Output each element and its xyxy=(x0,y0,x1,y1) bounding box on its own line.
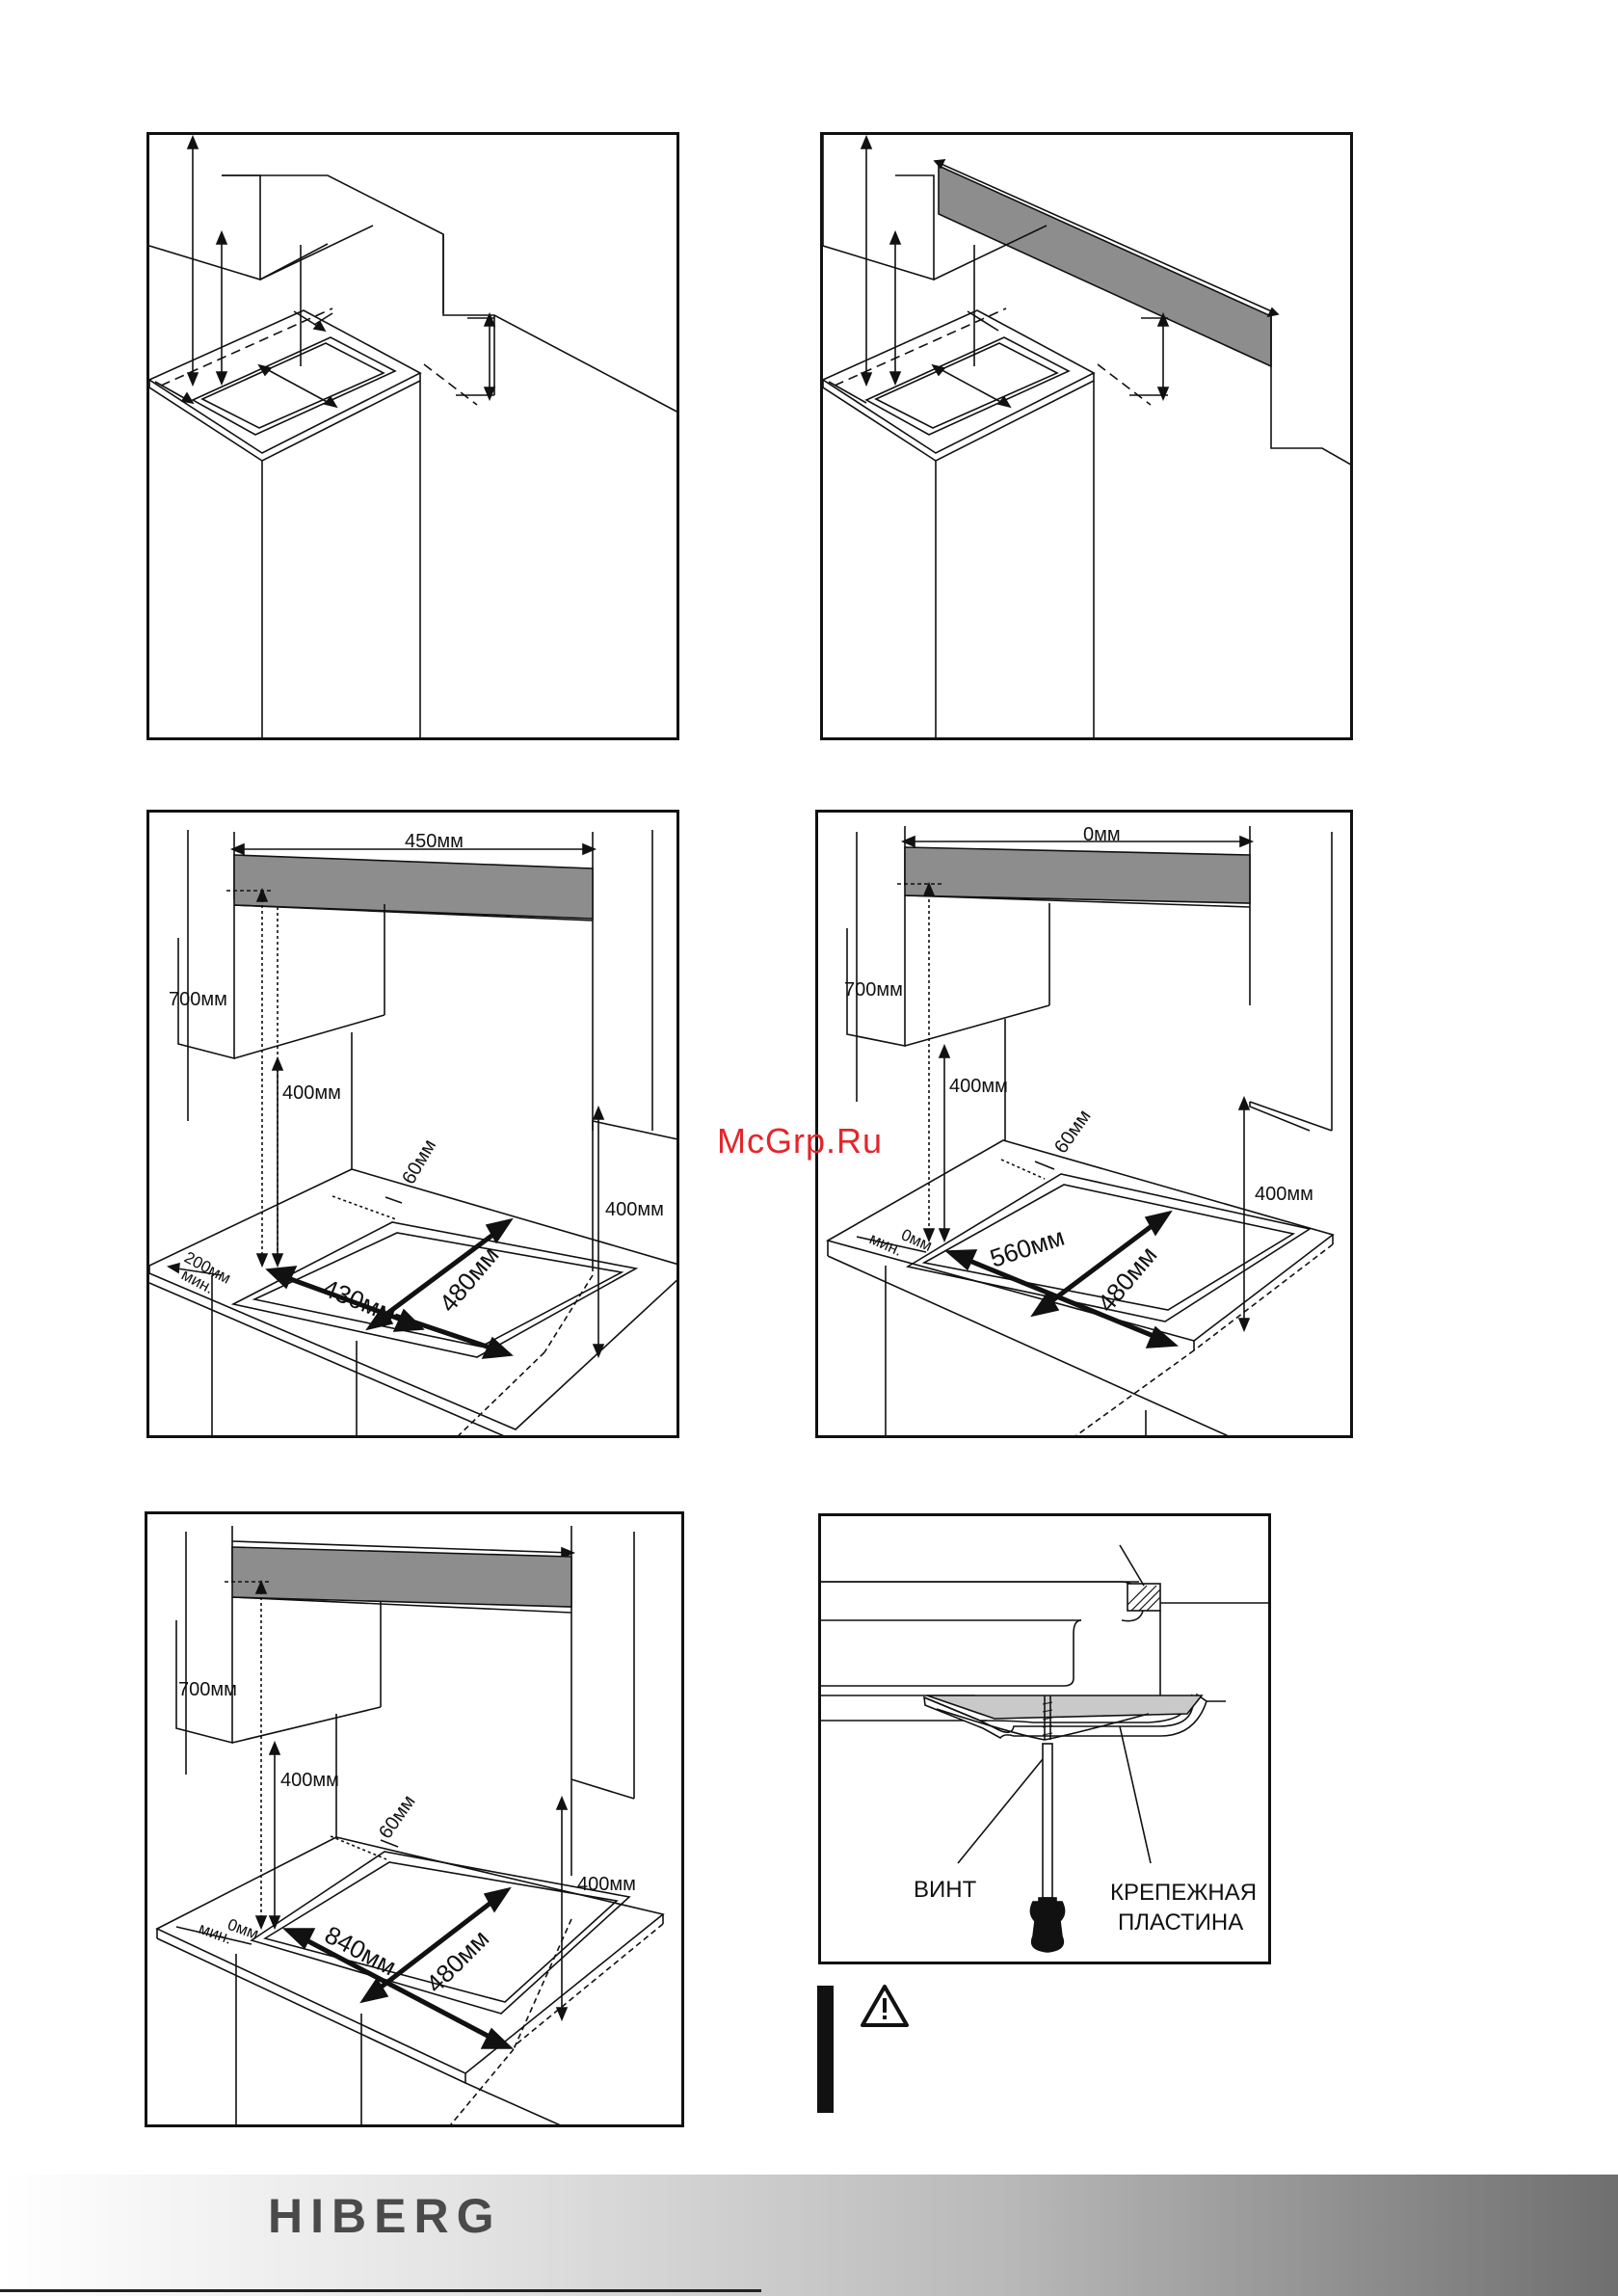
cutout-width-label: 560мм xyxy=(987,1222,1069,1273)
left-height-label: 400мм xyxy=(949,1076,1008,1097)
diagram-panel-cutout-560: 0мм 700мм 400мм 400мм 60мм 0мм мин. 560м… xyxy=(815,810,1353,1438)
watermark-text: McGrp.Ru xyxy=(717,1121,883,1161)
side-gap-label: 0мм xyxy=(898,1225,935,1255)
diagram-panel-cutout-840: 700мм 400мм 400мм 60мм 0мм мин. 840мм 48… xyxy=(145,1511,684,2127)
diagram-panel-hood-clearance-2 xyxy=(820,132,1353,740)
cutout-width-label: 430мм xyxy=(319,1273,401,1328)
left-height-label: 400мм xyxy=(280,1770,339,1791)
bracket-label-line-2: ПЛАСТИНА xyxy=(1118,1909,1243,1936)
back-gap-label: 60мм xyxy=(1050,1106,1096,1157)
side-gap-note: мин. xyxy=(866,1229,905,1260)
cabinet-height-label: 700мм xyxy=(169,989,227,1010)
screw-label: ВИНТ xyxy=(914,1877,977,1903)
left-height-label: 400мм xyxy=(282,1082,341,1104)
hood-clearance-drawing-2 xyxy=(823,135,1353,740)
back-gap-label: 60мм xyxy=(375,1791,420,1842)
right-height-label: 400мм xyxy=(1255,1184,1313,1205)
fixing-bracket-labels: ВИНТ КРЕПЕЖНАЯ ПЛАСТИНА xyxy=(821,1516,1271,1964)
diagram-panel-hood-clearance-1 xyxy=(146,132,679,740)
cutout-width-label: 840мм xyxy=(320,1920,401,1982)
cutout-430-labels: 450мм 700мм 400мм 400мм 60мм 200мм мин. … xyxy=(149,813,679,1438)
warning-triangle-icon xyxy=(860,1984,910,2028)
cutout-depth-label: 480мм xyxy=(1092,1241,1163,1318)
cutout-560-labels: 0мм 700мм 400мм 400мм 60мм 0мм мин. 560м… xyxy=(818,813,1353,1438)
hood-clearance-drawing-1 xyxy=(149,135,679,740)
bracket-label-line-1: КРЕПЕЖНАЯ xyxy=(1110,1880,1257,1906)
page-footer xyxy=(0,2175,1618,2296)
width-top-label: 0мм xyxy=(1083,824,1121,845)
cutout-depth-label: 480мм xyxy=(434,1241,505,1318)
back-gap-label: 60мм xyxy=(398,1135,440,1188)
warning-side-bar xyxy=(817,1986,834,2113)
diagram-panel-cutout-430: 450мм 700мм 400мм 400мм 60мм 200мм мин. … xyxy=(146,810,679,1438)
cutout-840-labels: 700мм 400мм 400мм 60мм 0мм мин. 840мм 48… xyxy=(147,1514,684,2127)
diagram-panel-fixing-bracket: ВИНТ КРЕПЕЖНАЯ ПЛАСТИНА xyxy=(818,1513,1271,1964)
brand-logo: HIBERG xyxy=(268,2188,501,2244)
cabinet-height-label: 700мм xyxy=(178,1679,237,1700)
footer-divider xyxy=(0,2289,761,2292)
cabinet-height-label: 700мм xyxy=(844,979,903,1001)
cutout-depth-label: 480мм xyxy=(420,1924,494,1998)
right-height-label: 400мм xyxy=(577,1874,636,1895)
right-height-label: 400мм xyxy=(605,1199,664,1220)
width-top-label: 450мм xyxy=(405,831,464,852)
